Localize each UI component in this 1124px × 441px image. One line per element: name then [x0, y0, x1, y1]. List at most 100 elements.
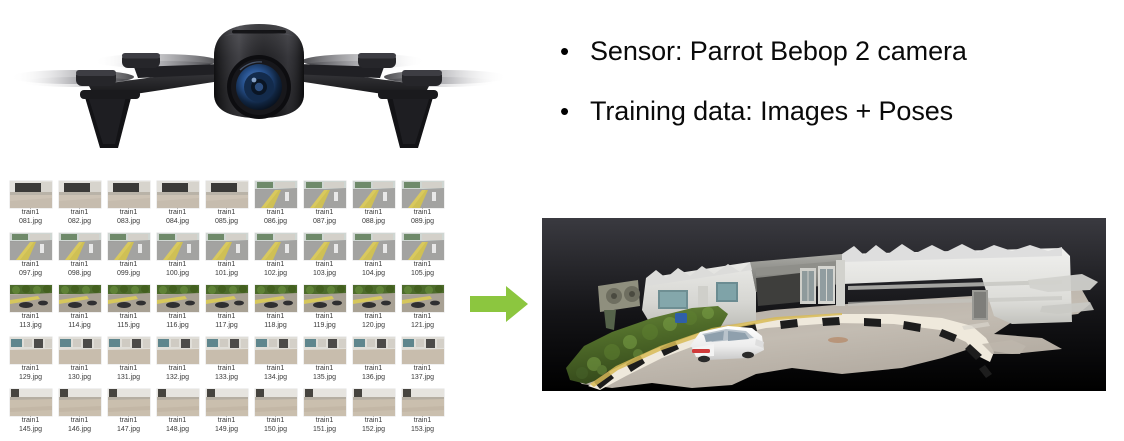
porch-opening: [756, 273, 800, 306]
thumbnail-filename-line2: 113.jpg: [19, 321, 42, 329]
bullet-label-sensor: Sensor: Parrot Bebop 2 camera: [590, 36, 967, 66]
thumbnail-image: [58, 337, 101, 364]
drone-illustration: [14, 8, 504, 160]
thumbnail-filename-line2: 084.jpg: [166, 217, 189, 225]
motor-pods: [76, 53, 442, 86]
thumbnail-image: [205, 233, 248, 260]
thumbnail-filename-line1: train1: [119, 209, 138, 216]
drone-photo: [14, 8, 504, 160]
thumbnail-filename-line1: train1: [364, 313, 383, 320]
thumbnail-filename-line2: 132.jpg: [166, 373, 189, 381]
thumbnail-filename-line2: 083.jpg: [117, 217, 140, 225]
thumbnail-filename-line2: 089.jpg: [411, 217, 434, 225]
bullet-item-sensor: • Sensor: Parrot Bebop 2 camera: [556, 38, 1096, 98]
thumbnail-filename-line2: 117.jpg: [215, 321, 238, 329]
bullet-list: • Sensor: Parrot Bebop 2 camera • Traini…: [556, 38, 1096, 158]
thumbnail-image: [58, 389, 101, 416]
thumbnail-filename-line1: train1: [413, 261, 432, 268]
thumbnail-filename-line2: 148.jpg: [166, 425, 189, 433]
thumbnail-filename-line2: 116.jpg: [166, 321, 189, 329]
thumbnail-filename-line1: train1: [21, 209, 40, 216]
thumbnail-filename-line2: 100.jpg: [166, 269, 189, 277]
thumbnail-image: [401, 181, 444, 208]
thumbnail-filename-line2: 136.jpg: [362, 373, 385, 381]
thumbnail-filename-line2: 119.jpg: [313, 321, 336, 329]
thumbnail-filename-line1: train1: [21, 417, 40, 424]
thumbnail-filename-line1: train1: [70, 417, 89, 424]
hedge-mesh: [566, 306, 728, 384]
thumbnail-filename-line1: train1: [413, 209, 432, 216]
thumbnail-image: [352, 181, 395, 208]
building-right-wall: [842, 248, 1072, 324]
thumbnail-filename-line1: train1: [168, 209, 187, 216]
thumbnail-image: [401, 285, 444, 312]
thumbnail-image: [205, 389, 248, 416]
thumbnail-image: [205, 337, 248, 364]
thumbnail-image: [352, 337, 395, 364]
thumbnail-image: [9, 181, 52, 208]
3d-reconstruction-viewport: [542, 218, 1106, 391]
thumbnail-image: [156, 389, 199, 416]
thumbnail-filename-line2: 145.jpg: [19, 425, 42, 433]
thumbnail-filename-line1: train1: [266, 313, 285, 320]
thumbnail-filename-line1: train1: [217, 417, 236, 424]
thumbnail-image: [254, 337, 297, 364]
thumbnail-filename-line1: train1: [315, 313, 334, 320]
thumbnail-filename-line2: 105.jpg: [411, 269, 434, 277]
thumbnail-filename-line1: train1: [168, 313, 187, 320]
thumbnail-filename-line1: train1: [364, 365, 383, 372]
thumbnail-image: [303, 181, 346, 208]
thumbnail-filename-line1: train1: [364, 261, 383, 268]
thumbnail-filename-line2: 131.jpg: [117, 373, 140, 381]
landing-skids: [80, 90, 438, 148]
thumbnail-image: [303, 233, 346, 260]
thumbnail-image: [303, 285, 346, 312]
thumbnail-image: [9, 285, 52, 312]
